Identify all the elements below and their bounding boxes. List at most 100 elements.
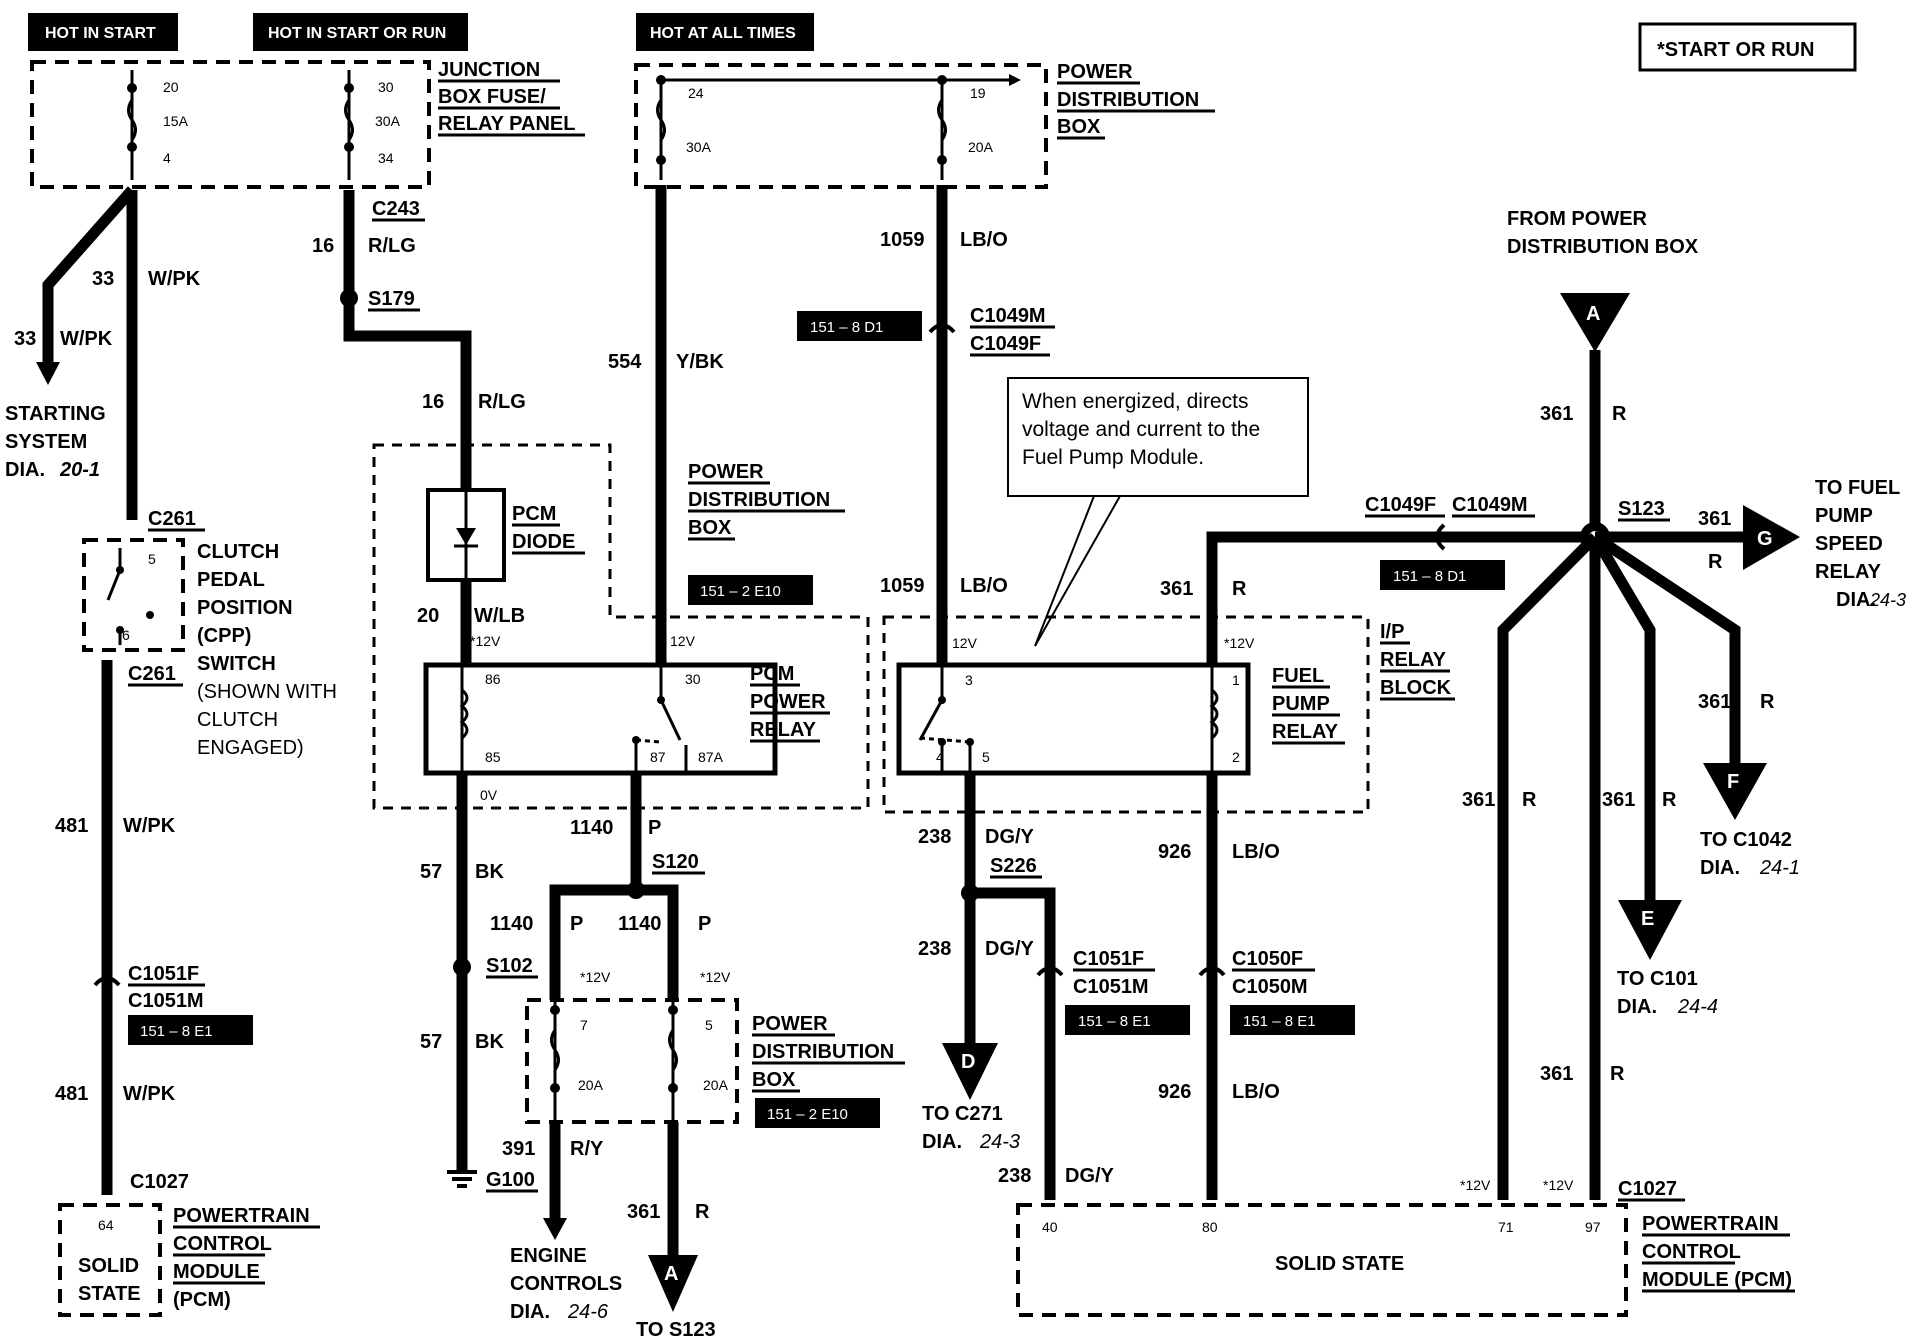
wire-361-a-number: 361 [1540, 403, 1573, 425]
to-fpsr-line1: TO FUEL [1815, 477, 1900, 499]
connector-c1027-right: C1027 [1618, 1178, 1677, 1200]
fuse-20a-pdb-pin: 19 [970, 85, 986, 101]
pdb-mid-ref: 151 – 2 E10 [700, 583, 781, 600]
fuse-30a-top-pin: 30 [378, 79, 394, 95]
wire-238-color-b: DG/Y [985, 938, 1035, 960]
clutch-label-line5: SWITCH [197, 653, 276, 675]
header-hot-in-start: HOT IN START [28, 13, 178, 51]
pcm-left-label: POWERTRAIN CONTROL MODULE (PCM) [173, 1205, 320, 1311]
pcm-left-pin-64: 64 [98, 1217, 114, 1233]
wire-361-r-relay [1206, 531, 1595, 665]
fuse-30a-bottom-pin: 34 [378, 150, 394, 166]
ip-relay-block-label: I/P RELAY BLOCK [1380, 621, 1455, 701]
c1050-m: C1050M [1232, 976, 1308, 998]
to-fpsr-line3: SPEED [1815, 533, 1883, 555]
pcm-relay-pin-87: 87 [650, 749, 666, 765]
fuel-relay-pin-5: 5 [982, 749, 990, 765]
pcm-relay-pin-87a: 87A [698, 749, 724, 765]
pcm-relay-dashed-region [372, 443, 870, 810]
pcm-relay-pin-30: 30 [685, 671, 701, 687]
to-c1042-label: TO C1042 [1700, 829, 1792, 851]
pdb-top-label-line1: POWER [1057, 61, 1133, 83]
fuse-5-rating: 20A [703, 1077, 729, 1093]
c1050-ref-box [1230, 1005, 1355, 1035]
wire-16-number-b: 16 [422, 391, 444, 413]
wire-361-f-color: R [1760, 691, 1775, 713]
pcm-power-relay-box [423, 662, 778, 776]
engine-label-line2: CONTROLS [510, 1273, 622, 1295]
engine-dia-number: 24-6 [567, 1301, 609, 1323]
to-fpsr-line4: RELAY [1815, 561, 1882, 583]
pcm-relay-label-line2: POWER [750, 691, 826, 713]
splice-s123: S123 [1618, 498, 1665, 520]
wire-238-dgy-to-pcm [970, 887, 1056, 1200]
engine-label-line1: ENGINE [510, 1245, 587, 1267]
wire-1140-p-right [636, 884, 679, 1000]
fuel-relay-coil-icon: 1 2 [1209, 665, 1240, 773]
wire-1059-color-a: LB/O [960, 229, 1008, 251]
engine-arrow-icon [543, 1218, 567, 1240]
fuse-15a-top-pin: 20 [163, 79, 179, 95]
wire-361-g-color: R [1708, 551, 1723, 573]
starting-system-dia-number: 20-1 [59, 459, 100, 481]
from-pdb-line1: FROM POWER [1507, 208, 1648, 230]
c1049-top-f: C1049F [970, 333, 1041, 355]
connector-c1049-top-icon [928, 323, 956, 334]
pdb-low-label: POWER DISTRIBUTION BOX 151 – 2 E10 [752, 1013, 905, 1128]
to-c101-dia-number: 24-4 [1677, 996, 1718, 1018]
connector-e-icon [1618, 900, 1682, 960]
ip-relay-label-line1: I/P [1380, 621, 1404, 643]
wire-361-r-to-f [1591, 532, 1741, 765]
connector-c1051-left: C1051F C1051M 151 – 8 E1 [93, 963, 253, 1045]
fuse-7-rating: 20A [578, 1077, 604, 1093]
connector-c1050-icon [1198, 966, 1226, 977]
fuel-relay-label-line3: RELAY [1272, 721, 1339, 743]
ground-icon [447, 1170, 477, 1188]
pdb-low-v12-right: *12V [700, 969, 731, 985]
pcm-relay-v12-86: *12V [470, 633, 501, 649]
header-hot-in-start-or-run: HOT IN START OR RUN [253, 13, 468, 51]
splice-s226: S226 [990, 855, 1037, 877]
c1049-right-f: C1049F [1365, 494, 1436, 516]
from-pdb-line2: DISTRIBUTION BOX [1507, 236, 1699, 258]
connector-c243: C243 [372, 198, 420, 220]
wire-238-number-a: 238 [918, 826, 951, 848]
callout-line2: voltage and current to the [1022, 418, 1260, 441]
starting-system-label-line1: STARTING [5, 403, 106, 425]
connector-d-icon [942, 1043, 998, 1100]
c1050-ref: 151 – 8 E1 [1243, 1013, 1316, 1030]
connector-a-top-icon [1560, 293, 1630, 352]
pcm-relay-label: PCM POWER RELAY [750, 663, 830, 743]
fuel-relay-label: FUEL PUMP RELAY [1272, 665, 1345, 745]
wire-16-color-b: R/LG [478, 391, 526, 413]
to-fuel-pump-speed-relay: TO FUEL PUMP SPEED RELAY DIA. 24-3 [1815, 477, 1906, 611]
fuel-relay-v12-1: *12V [1224, 635, 1255, 651]
clutch-note-line2: CLUTCH [197, 709, 278, 731]
clutch-label-line1: CLUTCH [197, 541, 279, 563]
pcm-right-label-line2: CONTROL [1642, 1241, 1741, 1263]
pcm-right-label-line1: POWERTRAIN [1642, 1213, 1779, 1235]
pcm-relay-v12-30: 12V [670, 633, 696, 649]
pdb-mid-label-line3: BOX [688, 517, 732, 539]
wire-16-number-a: 16 [312, 235, 334, 257]
splice-s120: S120 [652, 851, 699, 873]
fuse-30a-pdb: 24 30A [656, 75, 712, 180]
clutch-label-line4: (CPP) [197, 625, 251, 647]
pcm-left-label-line3: MODULE [173, 1261, 260, 1283]
wire-1059-number-a: 1059 [880, 229, 925, 251]
wire-238-color-a: DG/Y [985, 826, 1035, 848]
c1050-f: C1050F [1232, 948, 1303, 970]
wire-33-starting-color: W/PK [60, 328, 113, 350]
junction-box-label-line3: RELAY PANEL [438, 113, 575, 135]
c1051-right-ref: 151 – 8 E1 [1078, 1013, 1151, 1030]
pcm-left-label-line4: (PCM) [173, 1289, 231, 1311]
wire-926-number-b: 926 [1158, 1081, 1191, 1103]
wire-361-e-number: 361 [1602, 789, 1635, 811]
pdb-top-label-line3: BOX [1057, 116, 1101, 138]
connector-f-icon [1703, 763, 1767, 820]
pcm-right-label-line3: MODULE (PCM) [1642, 1269, 1792, 1291]
fuel-relay-v12-3: 12V [952, 635, 978, 651]
wire-33-color: W/PK [148, 268, 201, 290]
fuse-20a-5: 5 20A [668, 1000, 729, 1122]
connector-c261-top: C261 [148, 508, 196, 530]
